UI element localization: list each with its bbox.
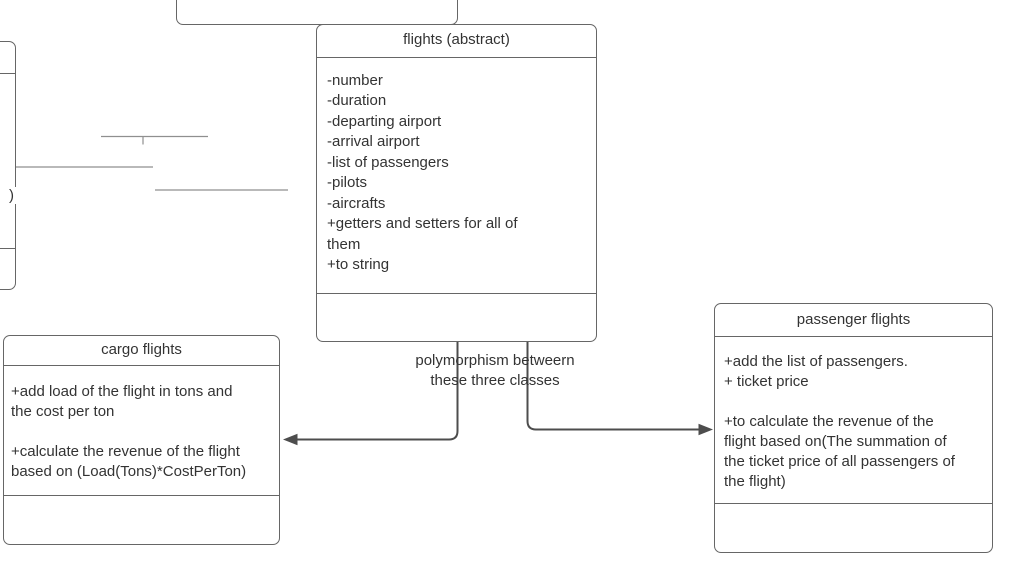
class-member-line: -aircrafts xyxy=(327,194,386,212)
class-member-line: + ticket price xyxy=(724,372,809,390)
arrowhead-left-icon xyxy=(283,433,298,446)
class-member-line: the cost per ton xyxy=(11,403,115,420)
class-footer-cargo-flights xyxy=(4,495,279,544)
faint-leftover-lines xyxy=(16,135,288,191)
class-members-passenger-flights: +add the list of passengers. + ticket pri… xyxy=(715,337,992,503)
class-member-line: the flight) xyxy=(724,472,786,490)
class-footer-flights xyxy=(317,292,596,342)
class-member-line: +to string xyxy=(327,256,390,273)
class-member-line: +to calculate the revenue of the xyxy=(724,412,934,430)
class-footer-passenger-flights xyxy=(715,502,992,553)
class-box-top-partial[interactable] xyxy=(176,0,458,25)
class-box-cargo-flights[interactable]: cargo flights +add load of the flight in… xyxy=(3,335,280,545)
class-member-line: +add load of the flight in tons and xyxy=(11,383,233,400)
class-member-line: -number xyxy=(327,71,383,89)
class-member-line: -pilots xyxy=(327,174,368,191)
cutoff-text-fragment: ) xyxy=(8,187,16,204)
class-members-cargo-flights: +add load of the flight in tons and the c… xyxy=(4,366,279,495)
class-box-flights[interactable]: flights (abstract) -number -duration -depa… xyxy=(316,24,597,342)
class-member-line: +getters and setters for all of xyxy=(327,215,518,232)
class-title-cargo-flights: cargo flights xyxy=(4,336,279,366)
class-member-line: based on (Load(Tons)*CostPerTon) xyxy=(11,463,247,480)
class-member-line: -duration xyxy=(327,92,387,109)
class-footer-left-partial xyxy=(0,248,15,289)
class-title-passenger-flights: passenger flights xyxy=(715,304,992,337)
class-member-line: flight based on(The summation of xyxy=(724,432,947,450)
class-title-left-partial xyxy=(0,42,15,74)
class-box-passenger-flights[interactable]: passenger flights +add the list of passe… xyxy=(714,303,993,553)
class-members-flights: -number -duration -departing airport -arriv… xyxy=(317,58,596,293)
class-member-line: -arrival airport xyxy=(327,133,420,150)
class-member-line: the ticket price of all passengers of xyxy=(724,452,955,470)
arrowhead-right-icon xyxy=(698,423,713,436)
edge-flights-to-passenger[interactable] xyxy=(526,341,714,436)
polymorphism-note[interactable]: polymorphism betweern these three classe… xyxy=(415,352,575,389)
class-member-line: -departing airport xyxy=(327,112,442,130)
class-member-line: +calculate the revenue of the flight xyxy=(11,443,240,460)
class-member-line xyxy=(724,392,978,412)
class-member-line xyxy=(11,422,274,442)
class-member-line: -list of passengers xyxy=(327,153,449,171)
class-member-line: them xyxy=(327,235,361,253)
class-box-left-partial[interactable]: ) xyxy=(0,41,16,290)
class-title-flights: flights (abstract) xyxy=(317,25,596,58)
edge-flights-to-cargo[interactable] xyxy=(283,341,459,446)
class-member-line: +add the list of passengers. xyxy=(724,352,908,370)
